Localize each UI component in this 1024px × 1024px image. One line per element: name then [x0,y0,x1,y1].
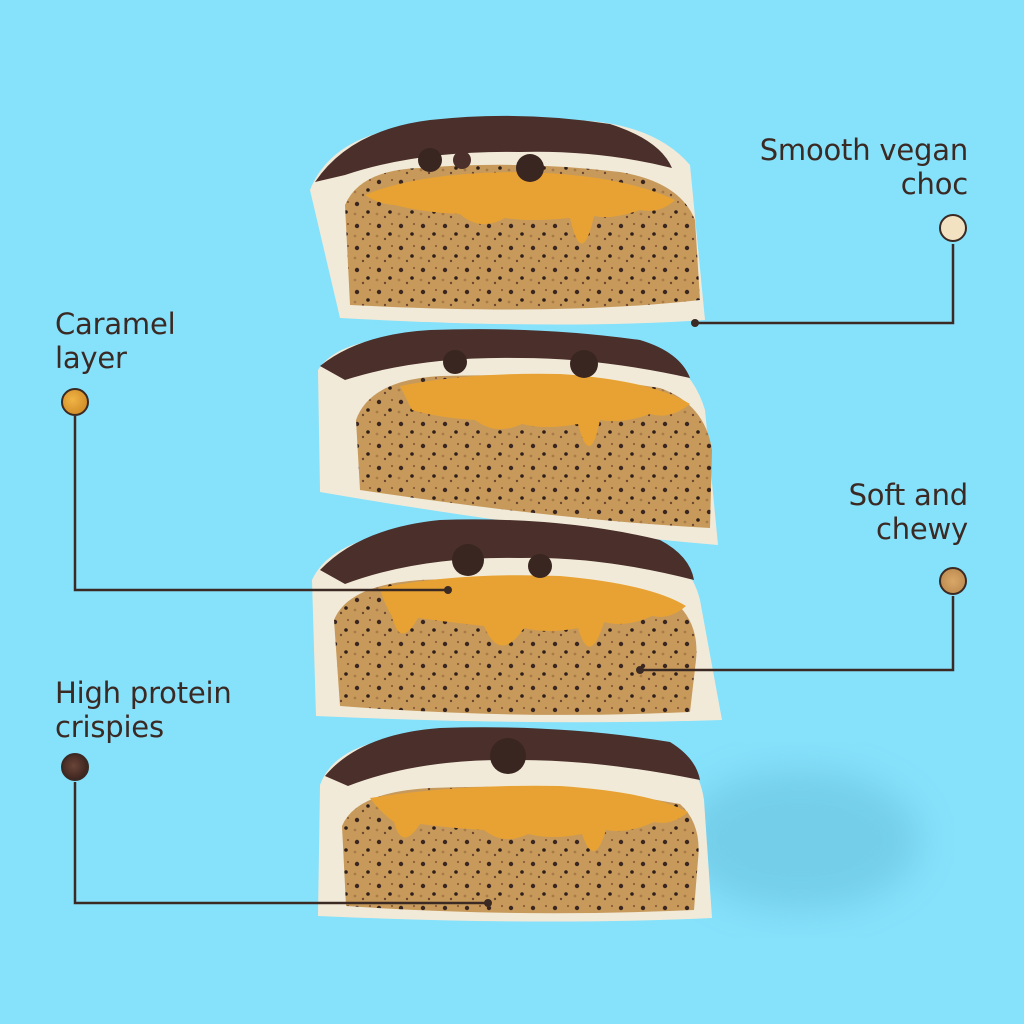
callout-caramel-line2: layer [55,341,127,375]
callout-smooth-choc-line2: choc [900,167,968,201]
connector-smooth-choc [695,244,955,325]
protein-crispy-swatch-icon [61,753,89,781]
callout-soft-chewy-label: Soft and chewy [848,478,969,546]
cookie-dough-swatch-icon [939,567,967,595]
bar-second [318,329,718,545]
white-chocolate-swatch-icon [939,214,967,242]
bar-third [312,519,722,723]
connector-caramel [73,416,448,592]
connector-crispies [73,782,488,905]
callout-caramel-line1: Caramel [55,307,176,341]
connector-soft-chewy [640,596,955,672]
callout-smooth-choc-label: Smooth vegan choc [760,133,968,201]
stack-shadow [680,770,920,910]
callout-crispies-label: High protein crispies [55,676,232,744]
bar-bottom [318,727,712,922]
callout-crispies-line1: High protein [55,676,232,710]
callout-soft-chewy-line2: chewy [875,512,968,546]
bar-top [310,115,705,325]
callout-caramel-label: Caramel layer [55,307,176,375]
callout-crispies-line2: crispies [55,710,164,744]
caramel-swatch-icon [61,388,89,416]
callout-smooth-choc-line1: Smooth vegan [759,133,968,167]
callout-soft-chewy-line1: Soft and [848,478,969,512]
